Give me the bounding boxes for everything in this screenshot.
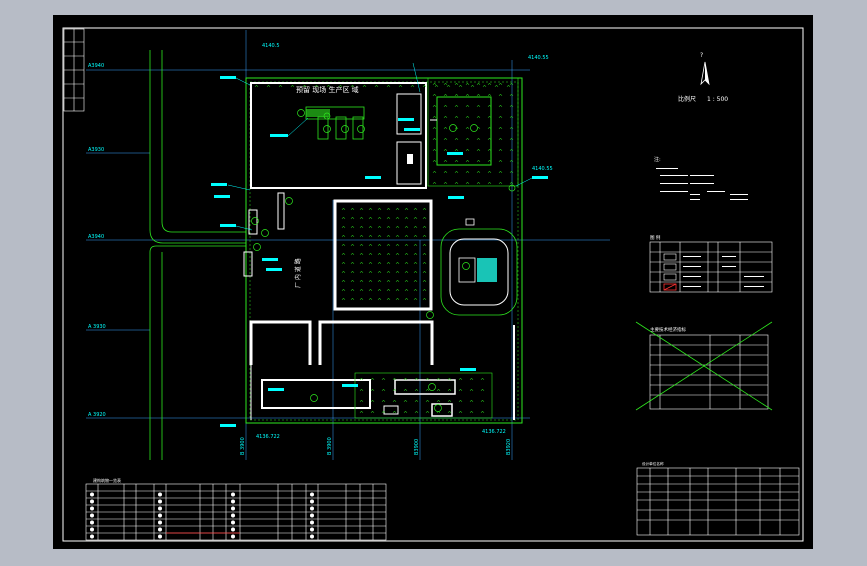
coordinate-labels: A3940 A3930 A3940 A 3930 A 3920 B 3900 B… [88,43,553,455]
central-lawn [333,199,433,311]
plant-area-label: 预留 现场 生产区 域 [296,85,359,94]
reserved-plant-area: 预留 现场 生产区 域 [250,82,427,189]
lawn-hatch [254,82,514,414]
coord-left-lower: A 3930 [88,324,106,330]
indicator-heading: 主要技术经济指标 [650,326,686,333]
coord-corner-bottom-right: 4136.722 [482,429,506,435]
indicator-table: 主要技术经济指标 [635,321,773,411]
site-boundary [245,77,523,424]
binding-strip [63,28,85,112]
building-list-heading: 建构筑物一览表 [93,477,121,483]
legend-table: 图 例 [649,234,773,293]
coord-bottom-3: B3900 [414,439,420,455]
leader-labels [211,62,548,427]
north-symbol: ? [700,52,703,59]
external-road [149,50,246,460]
title-block: 设计单位名称 [636,461,800,536]
notes-heading: 注: [654,156,661,163]
north-arrow: ? [700,52,710,86]
coord-bottom-2: B 3900 [327,437,333,455]
annotation-balloons [251,109,516,412]
coord-bottom-1: B 3900 [240,437,246,455]
coord-side: 4140.55 [532,166,553,172]
coord-corner-bottom-left: 4136.722 [256,434,280,440]
coord-left-middle: A3940 [88,234,104,240]
drawing-frame [62,27,804,542]
scale-note: 比例尺 1 : 500 [678,95,728,103]
notes-block: 注: [654,156,748,200]
south-lawn [354,372,493,419]
coord-corner-top-right: 4140.55 [528,55,549,61]
legend-heading: 图 例 [650,234,661,241]
coord-bottom-4: B3920 [506,439,512,455]
scale-label: 比例尺 [678,95,696,103]
main-gate [243,192,285,277]
coord-top-left: A3940 [88,63,104,69]
building-list-table: 建构筑物一览表 [85,477,387,541]
coord-left-bottom: A 3920 [88,412,106,418]
fountain-area [440,218,518,316]
south-buildings [249,320,515,420]
scale-value: 1 : 500 [707,96,728,103]
green-lawn-northeast [427,77,519,187]
internal-road-label: 厂 内 道 路 [294,258,302,288]
coord-left-upper: A3930 [88,147,104,153]
coord-corner-top: 4140.5 [262,43,280,49]
title-block-heading: 设计单位名称 [642,461,664,466]
